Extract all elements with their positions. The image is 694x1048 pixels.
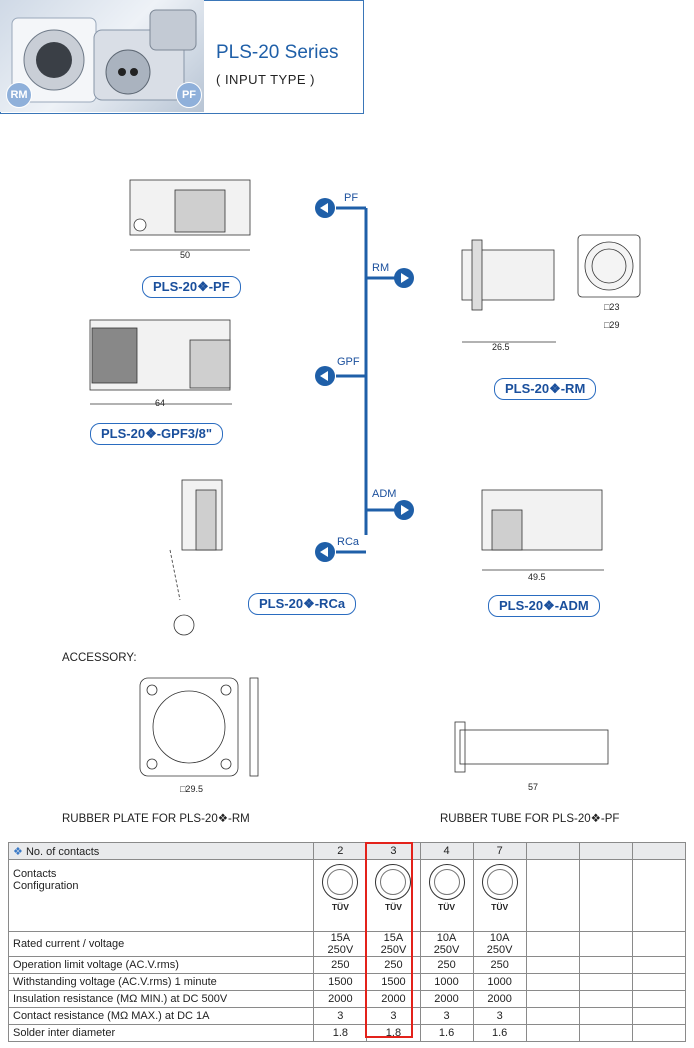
- pf-badge: PF: [176, 82, 202, 108]
- cell: 250: [419, 956, 474, 974]
- cell: 1500: [366, 973, 421, 991]
- cell: 1.6: [419, 1024, 474, 1042]
- rubber-plate-drawing: [139, 677, 259, 777]
- contacts-count: 3: [366, 842, 421, 860]
- cell: 1000: [419, 973, 474, 991]
- pf-drawing: [129, 179, 251, 251]
- cell: 250: [313, 956, 368, 974]
- model-label-rm: PLS-20❖-RM: [494, 378, 597, 400]
- rm-badge: RM: [6, 82, 32, 108]
- technical-drawings: [89, 179, 641, 777]
- gpf-drawing: [89, 319, 232, 405]
- model-label-adm: PLS-20❖-ADM: [488, 595, 600, 617]
- dim-rm-sq29: □29: [604, 320, 620, 330]
- diamond-icon: ❖: [13, 845, 23, 858]
- table-row: Rated current / voltage 15A 250V 15A 250…: [7, 931, 687, 957]
- rca-drawing: [169, 479, 223, 636]
- accessory-label: ACCESSORY:: [62, 652, 137, 664]
- branch-lines: [336, 206, 398, 554]
- model-label-pf: PLS-20❖-PF: [142, 276, 241, 298]
- model-label-rca: PLS-20❖-RCa: [248, 593, 357, 615]
- cell: 10A 250V: [472, 931, 527, 957]
- cell: 15A 250V: [313, 931, 368, 957]
- row-label: Operation limit voltage (AC.V.rms): [7, 956, 315, 974]
- cell: 3: [472, 1007, 527, 1025]
- model-label-gpf: PLS-20❖-GPF3/8": [90, 423, 224, 445]
- rm-drawing: [461, 234, 641, 343]
- contacts-count: 2: [313, 842, 368, 860]
- contacts-count: 7: [472, 842, 527, 860]
- dim-adm-length: 49.5: [528, 572, 546, 582]
- cert-mark: TÜV: [438, 902, 456, 912]
- pin-layout-icon: [481, 864, 518, 900]
- cell: 1.8: [313, 1024, 368, 1042]
- cert-mark: TÜV: [384, 902, 402, 912]
- cell: 10A 250V: [419, 931, 474, 957]
- cell: 2000: [366, 990, 421, 1008]
- table-row: ❖ No. of contacts 2 3 4 7: [7, 842, 687, 860]
- dim-rm-sq23: □23: [604, 302, 620, 312]
- cell: 1.8: [366, 1024, 421, 1042]
- cell: 250: [472, 956, 527, 974]
- row-label: Contact resistance (MΩ MAX.) at DC 1A: [7, 1007, 315, 1025]
- cert-mark: TÜV: [491, 902, 509, 912]
- rubber-tube-drawing: [454, 721, 609, 773]
- cell: 250: [366, 956, 421, 974]
- pin-layout-icon: [322, 864, 359, 900]
- product-photo: RM PF: [0, 0, 204, 112]
- cell: 1000: [472, 973, 527, 991]
- connector-photo-illustration: [11, 9, 197, 103]
- table-row: Withstanding voltage (AC.V.rms) 1 minute…: [7, 973, 687, 991]
- cell: 15A 250V: [366, 931, 421, 957]
- table-row: Solder inter diameter 1.8 1.8 1.6 1.6: [7, 1024, 687, 1042]
- branch-label-rca: RCa: [337, 536, 360, 548]
- cell: 1500: [313, 973, 368, 991]
- series-title: PLS-20 Series: [216, 42, 339, 63]
- dim-gpf-length: 64: [155, 398, 166, 408]
- table-row: Operation limit voltage (AC.V.rms) 250 2…: [7, 956, 687, 974]
- cell: 1.6: [472, 1024, 527, 1042]
- row-label: Rated current / voltage: [7, 931, 315, 957]
- dim-plate-sq: □29.5: [180, 784, 203, 794]
- rubber-plate-label: RUBBER PLATE FOR PLS-20❖-RM: [62, 813, 250, 825]
- cell: 3: [313, 1007, 368, 1025]
- row-label: Withstanding voltage (AC.V.rms) 1 minute: [7, 973, 315, 991]
- contacts-count: 4: [419, 842, 474, 860]
- series-header-box: RM PF PLS-20 Series ( INPUT TYPE ): [0, 0, 364, 114]
- table-row: Insulation resistance (MΩ MIN.) at DC 50…: [7, 990, 687, 1008]
- rubber-tube-label: RUBBER TUBE FOR PLS-20❖-PF: [440, 813, 620, 825]
- cell: 2000: [313, 990, 368, 1008]
- pin-layout-icon: [375, 864, 412, 900]
- cell: 3: [366, 1007, 421, 1025]
- table-row: Contact resistance (MΩ MAX.) at DC 1A 3 …: [7, 1007, 687, 1025]
- cell: 3: [419, 1007, 474, 1025]
- branch-label-adm: ADM: [372, 488, 397, 500]
- branch-label-rm: RM: [372, 262, 390, 274]
- row-label: Insulation resistance (MΩ MIN.) at DC 50…: [7, 990, 315, 1008]
- table-header-label: ❖ No. of contacts: [7, 842, 315, 860]
- cert-mark: TÜV: [331, 902, 349, 912]
- dim-tube-length: 57: [528, 782, 539, 792]
- adm-drawing: [481, 489, 604, 571]
- cell: 2000: [472, 990, 527, 1008]
- cell: 2000: [419, 990, 474, 1008]
- dim-rm-length: 26.5: [492, 342, 510, 352]
- pin-layout-icon: [428, 864, 465, 900]
- branch-label-pf: PF: [344, 192, 359, 204]
- row-label: Solder inter diameter: [7, 1024, 315, 1042]
- branch-label-gpf: GPF: [337, 356, 360, 368]
- series-subtitle: ( INPUT TYPE ): [216, 72, 315, 87]
- dim-pf-length: 50: [180, 250, 191, 260]
